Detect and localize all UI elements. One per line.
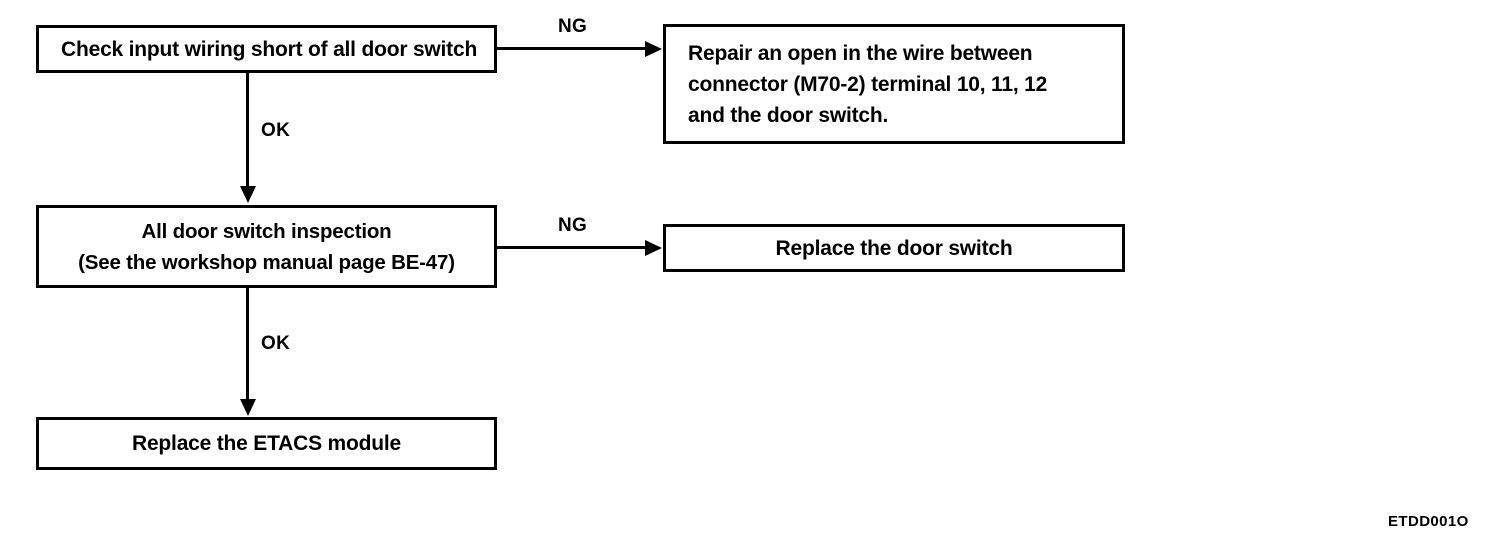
flow-node-replace-door-switch: Replace the door switch (663, 224, 1125, 272)
edge-ok-2-label: OK (261, 333, 291, 354)
flow-node-all-door-switch-inspection-line-2: (See the workshop manual page BE-47) (78, 250, 455, 274)
flow-node-replace-etacs-module-line-1: Replace the ETACS module (131, 432, 402, 455)
edge-ok-1-arrowhead (239, 186, 256, 203)
edge-ng-2-label: NG (558, 215, 588, 236)
edge-ng-2-arrowhead (645, 239, 662, 256)
edge-ng-1-line (497, 47, 647, 50)
flow-node-replace-door-switch-line-1: Replace the door switch (775, 236, 1013, 260)
flow-node-repair-open-wire-line-3: and the door switch. (688, 103, 889, 127)
flow-node-replace-etacs-module: Replace the ETACS module (36, 417, 497, 470)
flow-node-all-door-switch-inspection-line-1: All door switch inspection (141, 219, 392, 243)
flow-node-repair-open-wire-line-2: connector (M70-2) terminal 10, 11, 12 (688, 72, 1048, 96)
flow-node-check-input-wiring: Check input wiring short of all door swi… (36, 25, 497, 73)
edge-ok-1-line (246, 73, 249, 188)
edge-ng-1-arrowhead (645, 40, 662, 57)
flow-node-check-input-wiring-line-1: Check input wiring short of all door swi… (61, 37, 478, 61)
edge-ng-1-label: NG (558, 16, 588, 37)
edge-ng-2-line (497, 246, 647, 249)
reference-code: ETDD001O (1388, 513, 1469, 530)
flow-node-repair-open-wire: Repair an open in the wire between conne… (663, 24, 1125, 144)
flow-node-repair-open-wire-line-1: Repair an open in the wire between (688, 41, 1033, 65)
edge-ok-2-arrowhead (239, 399, 256, 416)
edge-ok-2-line (246, 288, 249, 401)
flow-node-all-door-switch-inspection: All door switch inspection (See the work… (36, 205, 497, 288)
edge-ok-1-label: OK (261, 120, 291, 141)
